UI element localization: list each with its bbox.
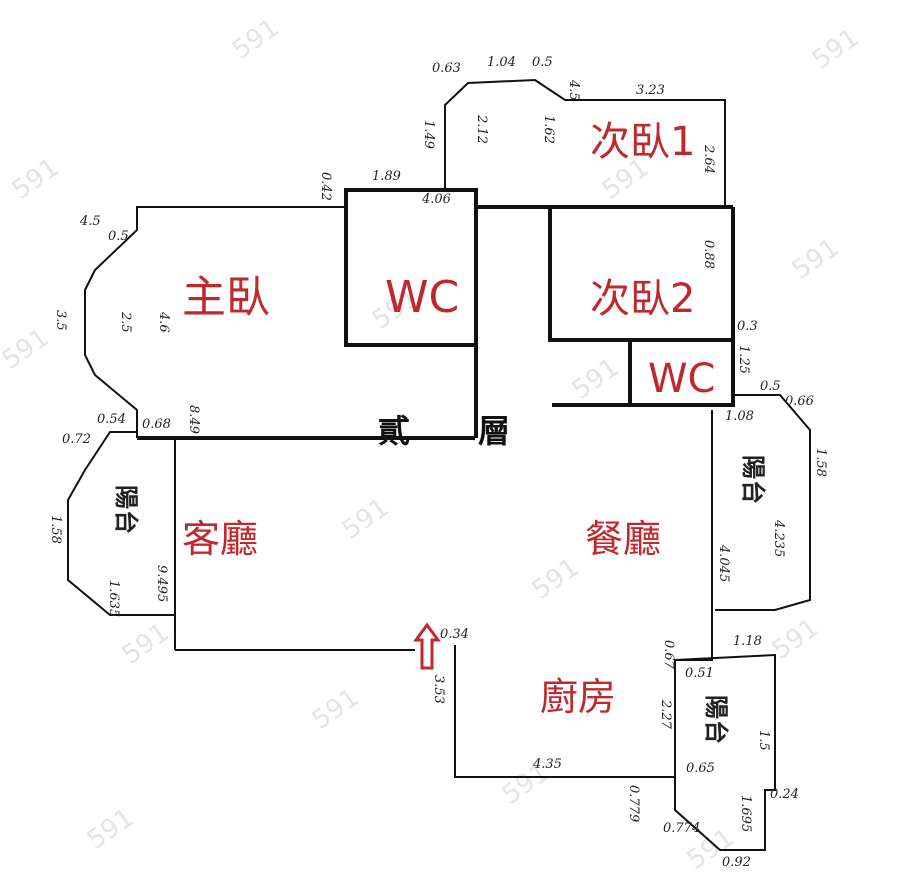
dimension-label: 2.27	[658, 699, 673, 730]
dimension-label: 0.51	[685, 666, 714, 681]
watermark-591: 591	[227, 13, 285, 66]
entrance-arrow-icon	[413, 622, 441, 670]
balcony-kitchen-label: 陽 台	[702, 695, 731, 744]
balcony-char1: 陽	[739, 455, 768, 479]
dimension-label: 1.04	[487, 55, 516, 70]
dimension-label: 0.65	[686, 761, 715, 776]
room-label-living-room: 客廳	[182, 517, 258, 561]
dimension-label: 1.18	[733, 634, 762, 649]
kitchen-balcony-wall	[674, 653, 776, 851]
dimension-label: 0.42	[318, 172, 333, 201]
dimension-label: 0.68	[142, 417, 171, 432]
walls	[67, 78, 811, 851]
dimension-labels: 0.63 1.04 0.5 4.5 3.23 1.49 2.12 1.62 2.…	[48, 55, 828, 870]
dimension-label: 1.25	[736, 345, 751, 374]
dimension-label: 0.24	[770, 787, 799, 802]
room-label-bedroom1: 次臥1	[590, 119, 695, 165]
bedroom1-outer-wall	[444, 78, 726, 207]
dimension-label: 2.64	[701, 144, 716, 174]
balcony-char1: 陽	[702, 695, 731, 719]
dimension-label: 0.67	[661, 640, 676, 670]
room-label-wc-small: WC	[648, 356, 715, 402]
balcony-char1: 陽	[112, 485, 141, 509]
dimension-label: 2.12	[474, 114, 489, 144]
dimension-label: 1.635	[106, 580, 121, 617]
dimension-label: 0.92	[722, 855, 751, 870]
floor-label-char2: 層	[478, 412, 510, 450]
dimension-label: 0.5	[108, 229, 129, 244]
dimension-label: 0.5	[760, 379, 781, 394]
room-label-bedroom2: 次臥2	[590, 276, 695, 322]
dimension-label: 1.58	[48, 515, 63, 544]
master-bedroom-outer-wall	[84, 206, 346, 438]
dimension-label: 2.5	[118, 311, 133, 333]
watermark-591: 591	[7, 153, 65, 206]
dimension-label: 0.66	[785, 394, 814, 409]
room-label-dining-room: 餐廳	[585, 517, 661, 561]
balcony-char2: 台	[739, 480, 768, 504]
wc-main-walls	[344, 188, 478, 347]
balcony-left-label: 陽 台	[112, 485, 141, 534]
dimension-label: 0.72	[62, 432, 91, 447]
watermark-591: 591	[337, 493, 395, 546]
dimension-label: 0.34	[440, 627, 469, 642]
dimension-label: 4.06	[421, 192, 451, 207]
dimension-label: 3.5	[53, 310, 68, 331]
kitchen-walls	[454, 640, 713, 778]
dimension-label: 1.89	[372, 169, 401, 184]
dimension-label: 0.54	[97, 412, 126, 427]
dimension-label: 3.23	[636, 83, 665, 98]
watermark-591: 591	[567, 353, 625, 406]
dimension-label: 1.08	[725, 409, 754, 424]
watermark-591: 591	[0, 323, 55, 376]
bedroom2-walls	[548, 207, 735, 342]
room-label-wc-main: WC	[385, 272, 459, 323]
dimension-label: 0.88	[701, 240, 716, 269]
watermark-591: 591	[82, 803, 140, 856]
wc-small-walls	[628, 340, 735, 407]
watermark-591: 591	[307, 683, 365, 736]
room-label-kitchen: 廚房	[540, 675, 616, 719]
dimension-label: 0.779	[626, 785, 641, 822]
dimension-label: 1.695	[738, 795, 753, 832]
balcony-char2: 台	[112, 510, 141, 534]
watermark-591: 591	[807, 23, 865, 76]
watermark-591: 591	[787, 233, 845, 286]
dimension-label: 9.495	[154, 565, 169, 602]
dimension-label: 1.58	[813, 448, 828, 477]
dimension-label: 3.53	[431, 675, 446, 704]
living-balcony-wall	[67, 431, 175, 616]
watermark-591: 591	[117, 618, 175, 671]
dimension-label: 0.3	[737, 319, 758, 334]
dimension-label: 4.235	[771, 519, 786, 557]
floor-label-char1: 貳	[378, 412, 410, 450]
dimension-label: 4.5	[79, 214, 101, 229]
dimension-label: 4.5	[566, 79, 581, 101]
balcony-char2: 台	[702, 720, 731, 744]
balcony-right-label: 陽 台	[739, 455, 768, 504]
watermark-591: 591	[527, 553, 585, 606]
dimension-label: 1.49	[421, 120, 436, 149]
dimension-label: 0.774	[663, 821, 700, 836]
dimension-label: 4.045	[716, 544, 731, 582]
room-label-master-bedroom: 主臥	[182, 272, 270, 323]
dimension-label: 0.5	[532, 55, 553, 70]
dimension-label: 4.35	[532, 757, 562, 772]
dimension-label: 4.6	[156, 311, 171, 333]
dimension-label: 8.49	[186, 405, 201, 434]
dimension-label: 0.63	[432, 61, 461, 76]
dimension-label: 1.62	[541, 115, 556, 144]
dining-balcony-wall	[715, 394, 811, 611]
dimension-label: 1.5	[756, 730, 771, 751]
